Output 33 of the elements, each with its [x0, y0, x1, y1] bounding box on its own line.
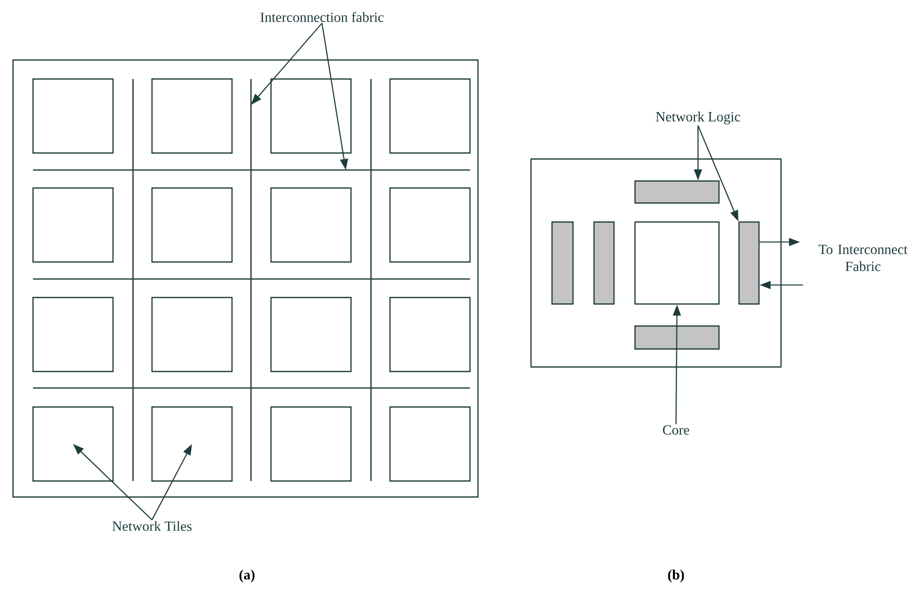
- text-label: Network Logic: [656, 112, 740, 124]
- logic-bar: [738, 221, 760, 305]
- fabric-line: [33, 278, 470, 280]
- fabric-line: [370, 79, 372, 481]
- tile-box: [32, 296, 114, 372]
- logic-bar: [593, 221, 615, 305]
- tile-box: [270, 187, 352, 263]
- tile-box: [270, 296, 352, 372]
- text-label: Interconnection fabric: [260, 12, 384, 22]
- fabric-line: [33, 387, 470, 389]
- core-box: [634, 221, 720, 305]
- tile-box: [389, 187, 471, 263]
- tile-box: [32, 78, 114, 154]
- tile-box: [270, 406, 352, 482]
- logic-bar: [634, 180, 720, 204]
- panel-caption: (b): [668, 570, 684, 582]
- tile-box: [32, 406, 114, 482]
- tile-box: [270, 78, 352, 154]
- text-label: To Interconnect Fabric: [818, 244, 908, 272]
- tile-box: [389, 406, 471, 482]
- tile-box: [151, 78, 233, 154]
- tile-box: [151, 187, 233, 263]
- tile-box: [32, 187, 114, 263]
- tile-box: [151, 406, 233, 482]
- logic-bar: [634, 325, 720, 350]
- text-label: Network Tiles: [112, 521, 192, 531]
- tile-box: [151, 296, 233, 372]
- tile-box: [389, 296, 471, 372]
- fabric-line: [132, 79, 134, 481]
- panel-caption: (a): [239, 570, 255, 582]
- tile-box: [389, 78, 471, 154]
- text-label: Core: [662, 425, 690, 435]
- logic-bar: [551, 221, 574, 305]
